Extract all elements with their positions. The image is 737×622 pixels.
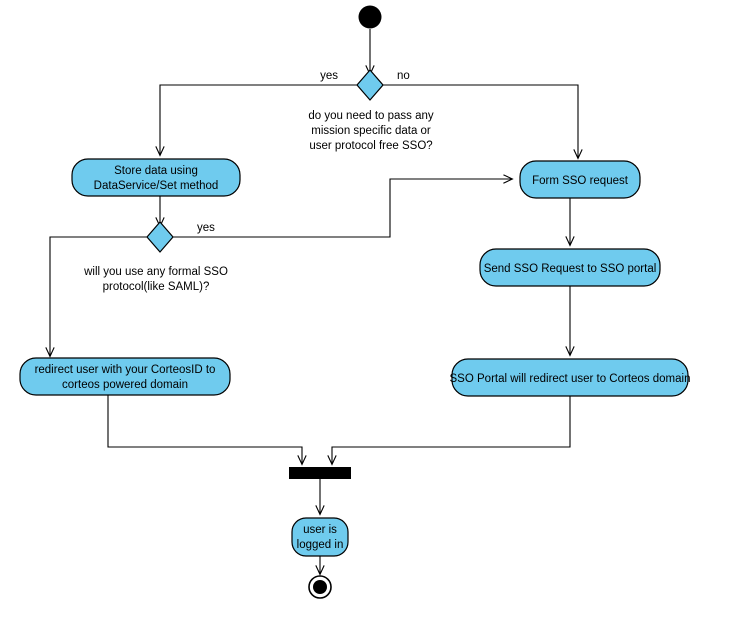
initial-node[interactable] (358, 5, 382, 29)
activity-user-logged-in[interactable] (291, 517, 349, 557)
activity-user-logged-in-line2: logged in (297, 539, 344, 551)
edge-decision1-yes-to-store-data (160, 84, 358, 155)
guard-label-decision1-yes: yes (320, 70, 338, 82)
guard-label-decision2-yes: yes (197, 222, 215, 234)
edge-redirect-user-to-join (107, 394, 302, 464)
edge-decision2-yes-to-form-sso (172, 179, 512, 238)
activity-sso-portal-redirect[interactable] (451, 358, 689, 397)
activity-user-logged-in-line1: user is (303, 524, 337, 536)
decision1-question-line2: mission specific data or (311, 125, 431, 137)
activity-redirect-user-line1: redirect user with your CorteosID to (35, 364, 216, 376)
edge-decision1-no-to-form-sso (382, 84, 578, 158)
activity-form-sso-request[interactable] (519, 160, 641, 199)
decision1-question-line3: user protocol free SSO? (309, 140, 432, 152)
merge-join-bar[interactable] (289, 467, 351, 479)
activity-form-sso-request-label: Form SSO request (532, 175, 629, 187)
activity-redirect-user-corteosid[interactable] (19, 357, 231, 396)
activity-store-data-line1: Store data using (114, 165, 198, 177)
activity-store-data[interactable] (71, 158, 241, 197)
activity-sso-portal-redirect-label: SSO Portal will redirect user to Corteos… (450, 373, 691, 385)
activity-redirect-user-line2: corteos powered domain (62, 379, 188, 391)
decision-node-pass-data[interactable] (356, 69, 384, 101)
decision2-question-line2: protocol(like SAML)? (103, 281, 210, 293)
decision-node-formal-sso[interactable] (146, 221, 174, 253)
decision1-question-line1: do you need to pass any (308, 110, 434, 122)
activity-send-sso-request[interactable] (479, 248, 661, 287)
activity-send-sso-request-label: Send SSO Request to SSO portal (484, 263, 657, 275)
edge-decision2-to-redirect-user (50, 236, 148, 356)
final-node-core (313, 580, 327, 594)
guard-label-decision1-no: no (397, 70, 410, 82)
activity-store-data-line2: DataService/Set method (94, 180, 219, 192)
decision2-question-line1: will you use any formal SSO (83, 266, 228, 278)
edge-sso-portal-to-join (332, 396, 571, 464)
